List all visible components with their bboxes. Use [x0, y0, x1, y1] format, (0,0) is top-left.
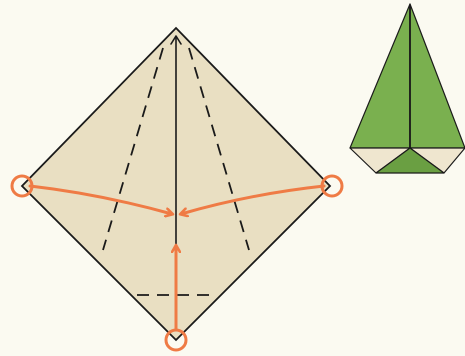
right-corner-marker [320, 174, 344, 198]
left-fold-line [102, 47, 164, 251]
fold-arrows [28, 184, 326, 332]
result-preview [349, 3, 465, 174]
right-fold-line [188, 47, 250, 251]
left-corner-marker [10, 174, 34, 198]
result-bottom-green [375, 147, 445, 174]
result-right-flap [409, 3, 465, 149]
left-fold-arrow [28, 184, 172, 214]
corner-markers [10, 174, 344, 352]
result-left-flap [349, 3, 411, 149]
right-fold-arrow [181, 184, 326, 214]
bottom-corner-marker [164, 328, 188, 352]
